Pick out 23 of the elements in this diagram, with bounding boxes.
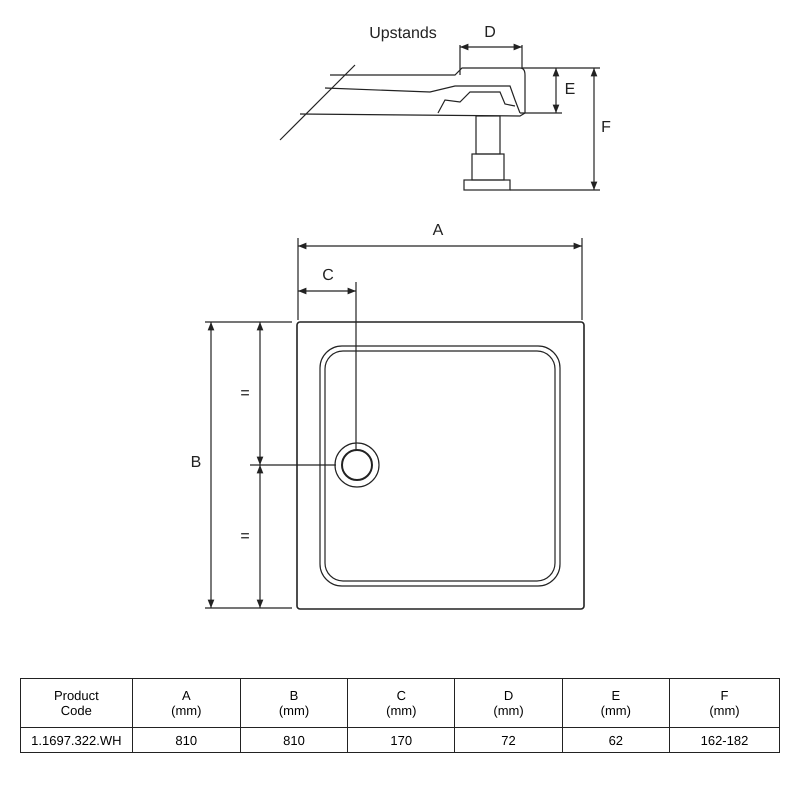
dimension-label: F xyxy=(601,119,611,137)
column-header: Product Code xyxy=(20,678,132,728)
table-cell: 810 xyxy=(132,728,240,752)
column-header: F (mm) xyxy=(669,678,780,728)
part-label: Upstands xyxy=(369,25,437,43)
table-cell: 1.1697.322.WH xyxy=(20,728,132,752)
dimension-label: B xyxy=(190,454,202,472)
table-cell: 162-182 xyxy=(669,728,780,752)
column-header: A (mm) xyxy=(132,678,240,728)
table-cell: 810 xyxy=(240,728,348,752)
equal-mark: = xyxy=(240,385,250,403)
column-header: B (mm) xyxy=(240,678,348,728)
dimension-label: A xyxy=(432,222,444,240)
dimension-label: C xyxy=(322,267,334,285)
column-header: C (mm) xyxy=(348,678,455,728)
table-cell: 62 xyxy=(562,728,670,752)
column-header: E (mm) xyxy=(562,678,670,728)
dimension-label: E xyxy=(564,81,576,99)
column-header: D (mm) xyxy=(454,678,562,728)
table-cell: 72 xyxy=(454,728,562,752)
table-cell: 170 xyxy=(348,728,455,752)
equal-mark: = xyxy=(240,528,250,546)
dimension-label: D xyxy=(484,24,496,42)
